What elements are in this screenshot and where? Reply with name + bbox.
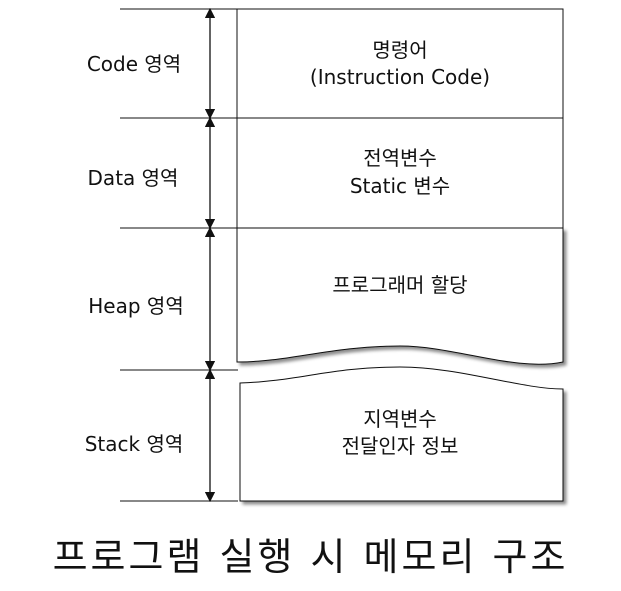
stack-box (239, 366, 564, 502)
code-box (236, 8, 564, 119)
segment-label-heap: Heap 영역 (88, 294, 183, 318)
code-box-line-2: (Instruction Code) (310, 65, 490, 89)
stack-box-line-2: 전달인자 정보 (342, 434, 459, 458)
heap-box (236, 227, 564, 365)
stack-box-line-1: 지역변수 (363, 407, 437, 431)
segment-label-code: Code 영역 (87, 52, 181, 76)
heap-box-line-1: 프로그래머 할당 (332, 273, 467, 297)
data-box-line-2: Static 변수 (350, 174, 450, 198)
data-box (236, 117, 564, 229)
code-box-line-1: 명령어 (372, 38, 427, 62)
segment-label-data: Data 영역 (88, 166, 179, 190)
data-box-line-1: 전역변수 (363, 146, 437, 170)
diagram-caption: 프로그램 실행 시 메모리 구조 (52, 535, 569, 579)
segment-label-stack: Stack 영역 (85, 432, 184, 456)
